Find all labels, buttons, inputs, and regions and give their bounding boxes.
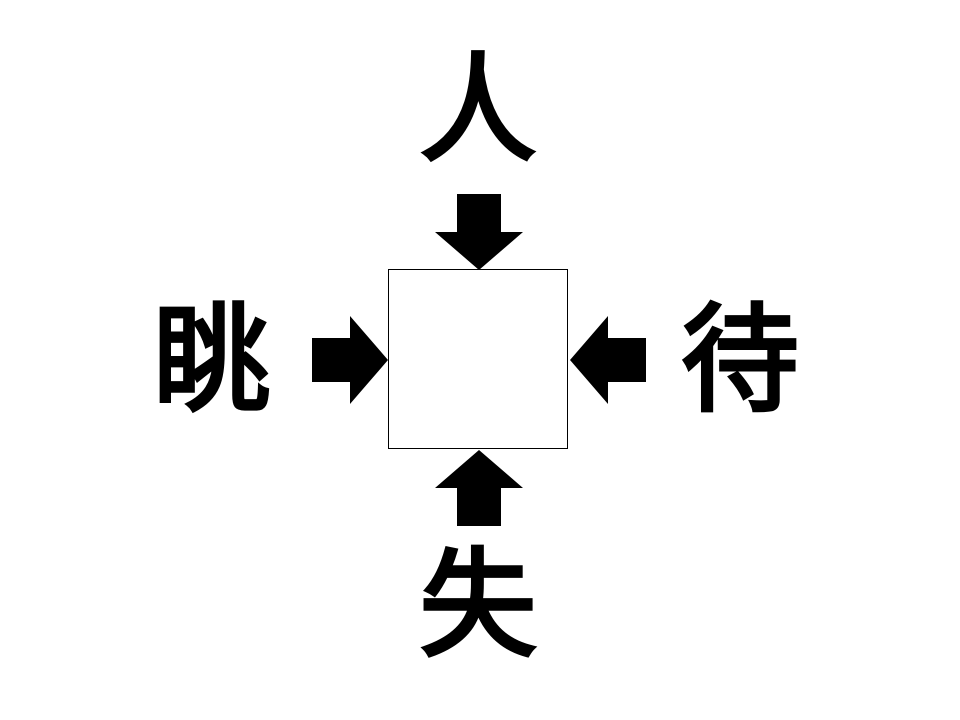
answer-box[interactable] [388, 269, 568, 449]
arrow-up-icon [435, 450, 523, 526]
top-kanji: 人 [418, 41, 537, 179]
right-kanji: 待 [680, 291, 799, 429]
arrow-down-icon [435, 194, 523, 270]
arrow-right-icon [312, 316, 388, 404]
bottom-kanji: 失 [418, 536, 537, 674]
arrow-left-icon [570, 316, 646, 404]
left-kanji: 眺 [152, 291, 271, 429]
